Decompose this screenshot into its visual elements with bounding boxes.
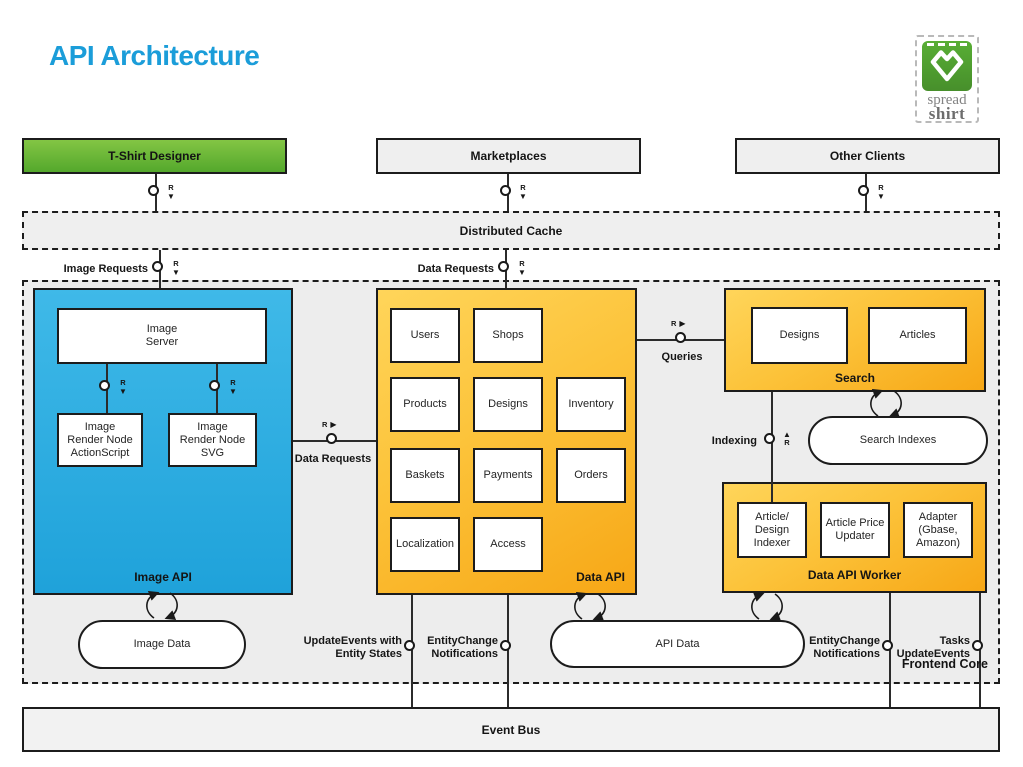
- sync-arrows-icon: [146, 590, 178, 621]
- r-down-marker: R▼: [229, 378, 237, 397]
- arrow-down-icon: ▼: [877, 192, 885, 201]
- render-node-svg-label: Image Render Node SVG: [179, 420, 246, 459]
- connector-circle: [500, 640, 511, 651]
- module-localization: Localization: [390, 517, 460, 572]
- render-node-svg-box: Image Render Node SVG: [168, 413, 257, 467]
- data-api-worker-label: Data API Worker: [807, 568, 902, 582]
- image-api-label: Image API: [134, 570, 192, 584]
- arrow-down-icon: ▼: [172, 268, 180, 277]
- search-designs-box: Designs: [751, 307, 848, 364]
- client-other-clients: Other Clients: [735, 138, 1000, 174]
- r-down-marker: R▼: [167, 183, 175, 202]
- worker-price-updater-box: Article Price Updater: [820, 502, 890, 558]
- image-data-store: Image Data: [78, 620, 246, 669]
- distributed-cache-label: Distributed Cache: [459, 223, 563, 238]
- render-node-actionscript-box: Image Render Node ActionScript: [57, 413, 143, 467]
- arrow-right-icon: ▶: [330, 420, 337, 429]
- arrow-right-icon: ▶: [679, 319, 686, 328]
- image-server-label: Image Server: [145, 323, 179, 348]
- module-access: Access: [473, 517, 543, 572]
- connector-line: [507, 595, 509, 707]
- image-requests-label: Image Requests: [63, 263, 148, 275]
- module-orders: Orders: [556, 448, 626, 503]
- arrow-down-icon: ▼: [167, 192, 175, 201]
- client-tshirt-designer-label: T-Shirt Designer: [108, 149, 201, 163]
- module-shops: Shops: [473, 308, 543, 363]
- arrow-down-icon: ▼: [229, 387, 237, 396]
- entity-change-label: EntityChange Notifications: [427, 635, 498, 660]
- module-inventory: Inventory: [556, 377, 626, 432]
- connector-circle: [498, 261, 509, 272]
- page-title: API Architecture: [49, 40, 260, 71]
- r-right-marker: R▶: [322, 420, 337, 430]
- module-users: Users: [390, 308, 460, 363]
- logo-text-top: spread: [927, 92, 967, 108]
- spreadshirt-logo: spread shirt: [915, 35, 979, 123]
- search-indexes-label: Search Indexes: [859, 434, 937, 446]
- worker-indexer-box: Article/ Design Indexer: [737, 502, 807, 558]
- event-bus-label: Event Bus: [481, 722, 541, 737]
- data-api-label: Data API: [576, 570, 625, 584]
- event-bus-box: Event Bus: [22, 707, 1000, 752]
- module-baskets: Baskets: [390, 448, 460, 503]
- r-down-marker: R▼: [119, 378, 127, 397]
- arrow-down-icon: ▼: [519, 192, 527, 201]
- sync-arrows-icon: [751, 591, 783, 622]
- module-designs: Designs: [473, 377, 543, 432]
- search-articles-box: Articles: [868, 307, 967, 364]
- connector-circle: [326, 433, 337, 444]
- tasks-update-events-label: Tasks UpdateEvents: [896, 635, 970, 660]
- connector-circle: [764, 433, 775, 444]
- sync-arrows-icon: [574, 591, 606, 622]
- client-tshirt-designer: T-Shirt Designer: [22, 138, 287, 174]
- render-node-actionscript-label: Image Render Node ActionScript: [67, 420, 133, 459]
- api-data-store: API Data: [550, 620, 805, 668]
- arrow-down-icon: ▼: [119, 387, 127, 396]
- data-requests-label: Data Requests: [294, 453, 372, 465]
- connector-circle: [882, 640, 893, 651]
- r-down-marker: R▼: [518, 259, 526, 278]
- logo-heart-icon: [922, 41, 972, 91]
- r-up-marker: ▲R: [783, 430, 791, 447]
- connector-circle: [404, 640, 415, 651]
- connector-line: [771, 392, 773, 502]
- logo-text: spread shirt: [917, 92, 977, 123]
- connector-circle: [972, 640, 983, 651]
- sync-arrows-icon: [870, 388, 902, 419]
- search-label: Search: [834, 371, 876, 385]
- client-other-clients-label: Other Clients: [829, 149, 906, 163]
- logo-text-bottom: shirt: [928, 104, 966, 123]
- r-down-marker: R▼: [877, 183, 885, 202]
- entity-change-label: EntityChange Notifications: [809, 635, 880, 660]
- arrow-down-icon: ▼: [518, 268, 526, 277]
- connector-circle: [500, 185, 511, 196]
- connector-circle: [675, 332, 686, 343]
- api-data-label: API Data: [655, 637, 700, 650]
- arrow-up-icon: ▲: [783, 430, 791, 439]
- r-down-marker: R▼: [172, 259, 180, 278]
- connector-circle: [99, 380, 110, 391]
- connector-circle: [148, 185, 159, 196]
- image-data-label: Image Data: [133, 638, 191, 650]
- data-requests-label: Data Requests: [417, 263, 494, 275]
- connector-circle: [152, 261, 163, 272]
- r-down-marker: R▼: [519, 183, 527, 202]
- queries-label: Queries: [661, 351, 703, 363]
- update-events-label: UpdateEvents with Entity States: [303, 635, 402, 660]
- module-payments: Payments: [473, 448, 543, 503]
- worker-adapter-box: Adapter (Gbase, Amazon): [903, 502, 973, 558]
- client-marketplaces: Marketplaces: [376, 138, 641, 174]
- search-indexes-store: Search Indexes: [808, 416, 988, 465]
- connector-circle: [209, 380, 220, 391]
- connector-line: [411, 595, 413, 707]
- client-marketplaces-label: Marketplaces: [470, 149, 547, 163]
- frontend-core-label: Frontend Core: [901, 657, 988, 671]
- module-products: Products: [390, 377, 460, 432]
- image-server-box: Image Server: [57, 308, 267, 364]
- r-right-marker: R▶: [671, 319, 686, 329]
- connector-circle: [858, 185, 869, 196]
- indexing-label: Indexing: [711, 435, 757, 447]
- distributed-cache-panel: Distributed Cache: [22, 211, 1000, 250]
